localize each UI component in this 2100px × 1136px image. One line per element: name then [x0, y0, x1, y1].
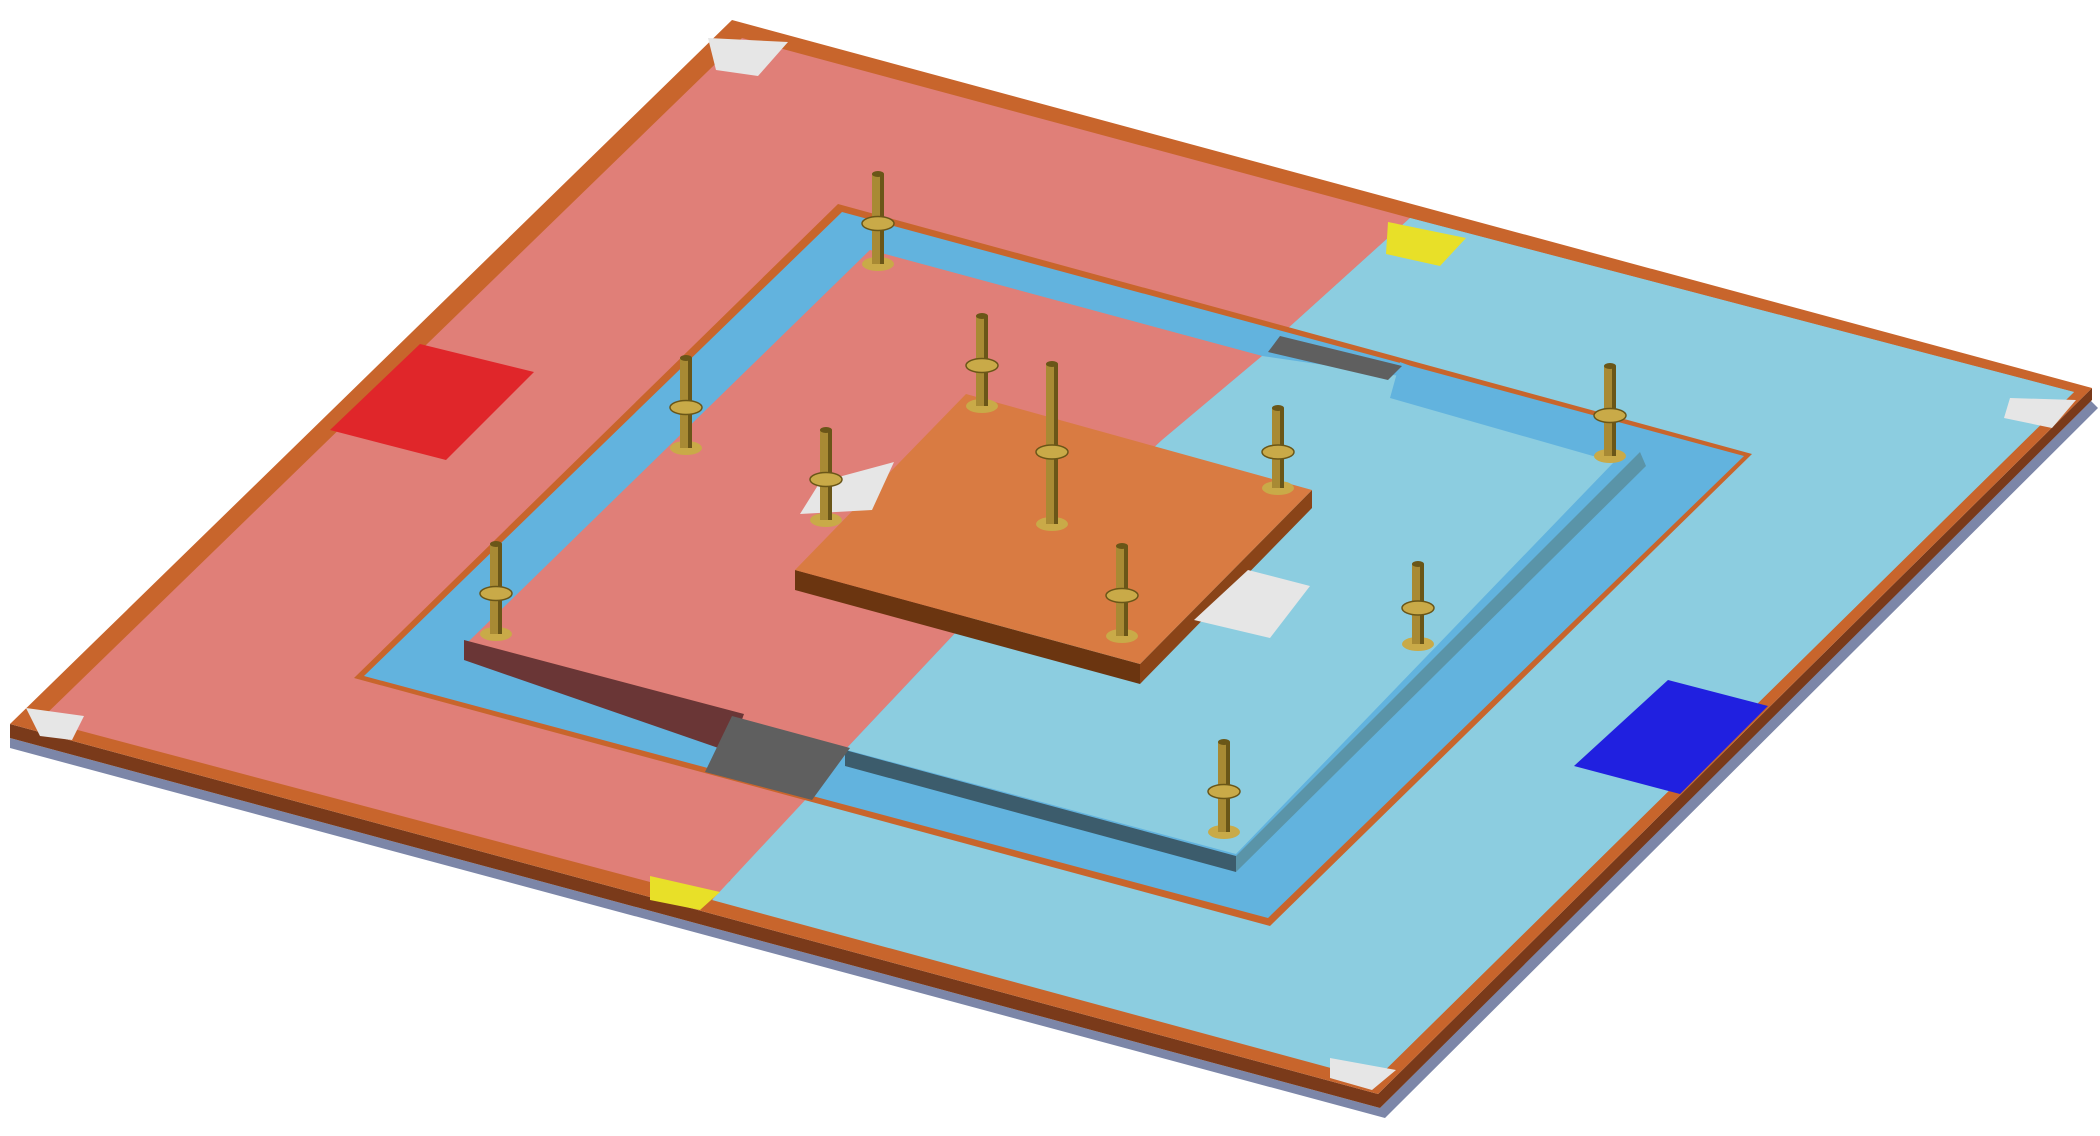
peg-washer: [1261, 444, 1295, 460]
marker-yellow-top: [1386, 222, 1466, 266]
peg-washer: [669, 399, 703, 416]
inner-wall-blue: [845, 750, 1236, 872]
peg-shade: [1054, 364, 1058, 524]
peg-washer: [809, 471, 843, 488]
marker-white-right: [2004, 398, 2076, 428]
marker-white-left: [26, 708, 84, 740]
peg-top: [1116, 543, 1128, 549]
pegs-group: [479, 171, 1627, 839]
peg: [1035, 361, 1069, 531]
gate-back: [1268, 336, 1402, 380]
peg: [1261, 405, 1295, 495]
peg: [1593, 363, 1627, 463]
peg: [669, 355, 703, 455]
center-platform-side-left: [795, 570, 1140, 684]
red-square: [330, 344, 534, 460]
inner-wall-red: [464, 640, 744, 752]
peg-top: [1604, 363, 1616, 369]
peg-top: [680, 355, 692, 361]
peg-washer: [1207, 783, 1241, 800]
marker-white-top: [708, 38, 788, 76]
peg-washer: [479, 585, 513, 602]
peg-top: [1272, 405, 1284, 411]
peg-washer: [965, 357, 999, 374]
peg-washer: [1401, 600, 1435, 616]
peg: [1105, 543, 1139, 643]
peg-top: [1218, 739, 1230, 745]
peg-top: [1046, 361, 1058, 367]
peg: [1401, 561, 1435, 651]
peg: [479, 541, 513, 641]
center-platform-side-right: [1140, 490, 1312, 684]
peg-washer: [1035, 444, 1069, 460]
peg: [965, 313, 999, 413]
gate-front: [705, 716, 850, 800]
marker-yellow-bottom: [650, 876, 720, 910]
peg-top: [976, 313, 988, 319]
inner-wall-blue-right: [1236, 452, 1646, 872]
peg-washer: [1593, 407, 1627, 424]
marker-white-bottom: [1330, 1058, 1396, 1090]
peg-top: [490, 541, 502, 547]
peg-top: [1412, 561, 1424, 567]
peg: [1207, 739, 1241, 839]
peg-top: [820, 427, 832, 433]
peg-washer: [1105, 587, 1139, 604]
marker-white-center-right: [1194, 570, 1310, 638]
peg-washer: [861, 215, 895, 232]
peg: [861, 171, 895, 271]
peg: [809, 427, 843, 527]
blue-square: [1574, 680, 1768, 794]
peg-top: [872, 171, 884, 177]
